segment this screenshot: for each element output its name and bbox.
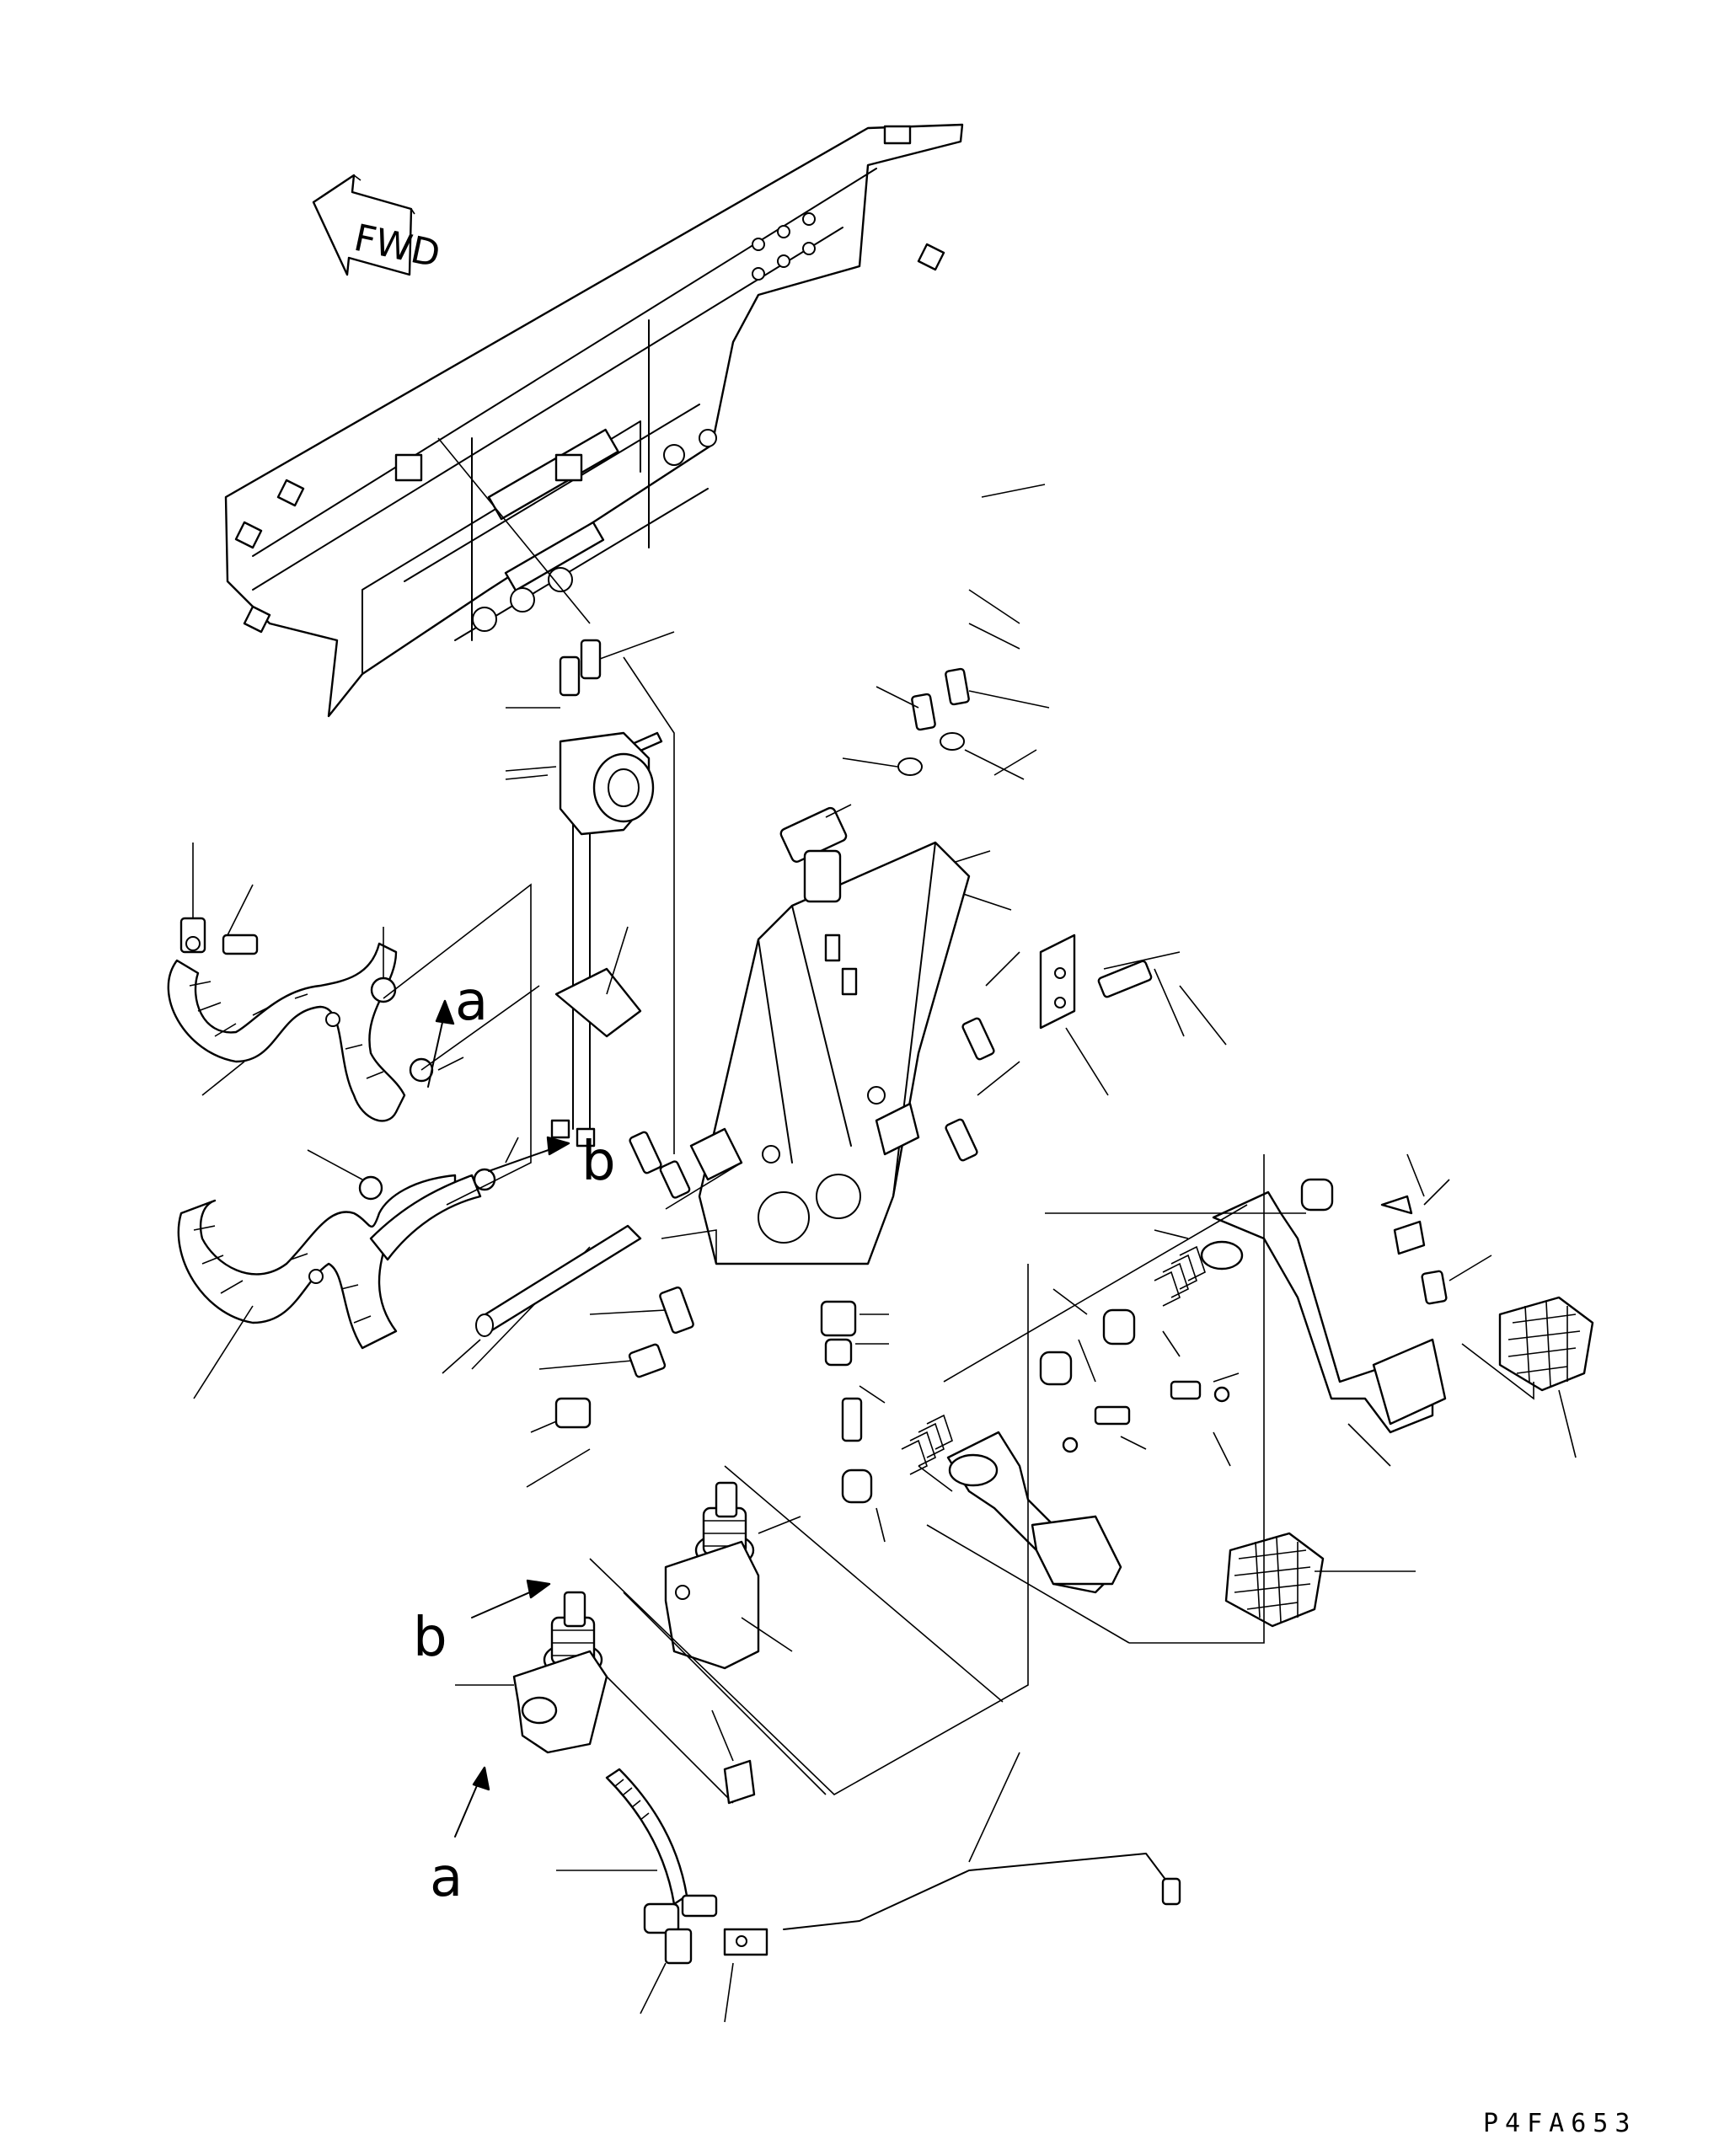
fwd-label: FWD [351, 217, 444, 276]
switch [779, 804, 852, 903]
view-marker-b-bottom: b [413, 1607, 447, 1669]
bracket-bolts [629, 951, 1020, 1199]
pedal-assembly [820, 1153, 1492, 1594]
view-marker-a-top: a [455, 971, 488, 1033]
brake-tube [783, 1752, 1181, 1930]
harness-clamps [179, 843, 519, 1201]
master-cylinder-lower [455, 1591, 608, 1754]
bolts-left [538, 1286, 694, 1429]
cable-bracket [550, 639, 663, 1148]
pedal-pad-lower [1224, 1532, 1416, 1628]
dashboard-frame [224, 123, 964, 718]
mount-damper [505, 731, 655, 836]
leader-lines [437, 437, 1181, 1154]
pedal-pad-upper [1461, 1296, 1594, 1458]
view-marker-b-top: b [581, 1131, 616, 1193]
view-arrows [427, 999, 570, 1838]
fwd-arrow-icon: FWD [312, 174, 444, 276]
view-markers: a b b a [413, 971, 616, 1909]
brake-hose [556, 1768, 718, 1918]
view-marker-a-bottom: a [430, 1847, 463, 1909]
cylinder-leaders [589, 1264, 1029, 1804]
hose-fittings [640, 1709, 768, 2023]
master-cylinder-upper [664, 1481, 801, 1670]
pedal-bracket [689, 841, 971, 1265]
rod [442, 1224, 642, 1374]
bolts-top-right [842, 667, 1050, 780]
wiring-harness-upper [167, 942, 406, 1122]
mounting-plate [1039, 934, 1227, 1096]
wiring-harness-lower [177, 1174, 482, 1399]
drawing-code: P4FA653 [1483, 2109, 1636, 2138]
